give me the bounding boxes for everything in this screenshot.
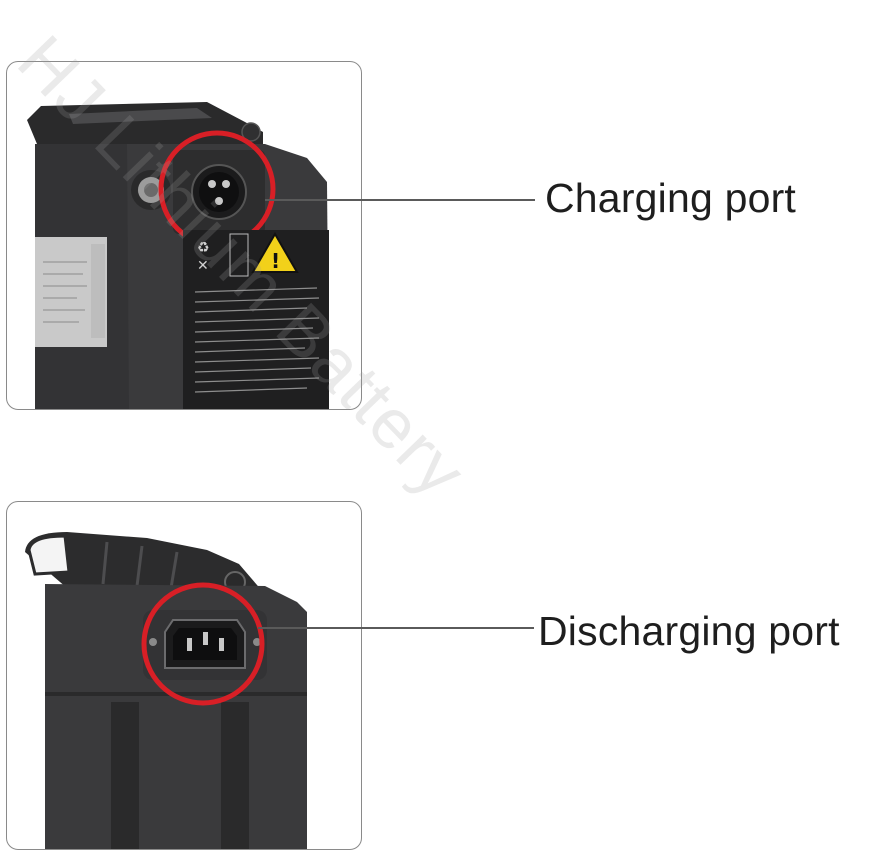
battery-top-illustration: ♻ ✕ ! <box>27 102 329 409</box>
charging-port-label: Charging port <box>545 175 797 221</box>
charging-port-leader-line <box>265 199 535 201</box>
discharging-port-photo-panel <box>6 501 362 850</box>
recycle-icon: ♻ ✕ <box>197 240 210 274</box>
discharging-port-icon <box>164 619 246 669</box>
charging-port-icon <box>173 150 265 234</box>
discharging-port-highlight <box>141 582 265 706</box>
svg-text:♻: ♻ <box>197 240 210 256</box>
svg-text:!: ! <box>271 249 280 273</box>
discharging-port-label: Discharging port <box>538 608 840 654</box>
battery-bottom-illustration <box>25 532 307 849</box>
discharging-port-leader-line <box>258 627 534 629</box>
charging-port-photo-panel: ♻ ✕ ! <box>6 61 362 410</box>
warning-triangle-icon: ! <box>251 232 299 273</box>
svg-text:✕: ✕ <box>197 258 209 274</box>
